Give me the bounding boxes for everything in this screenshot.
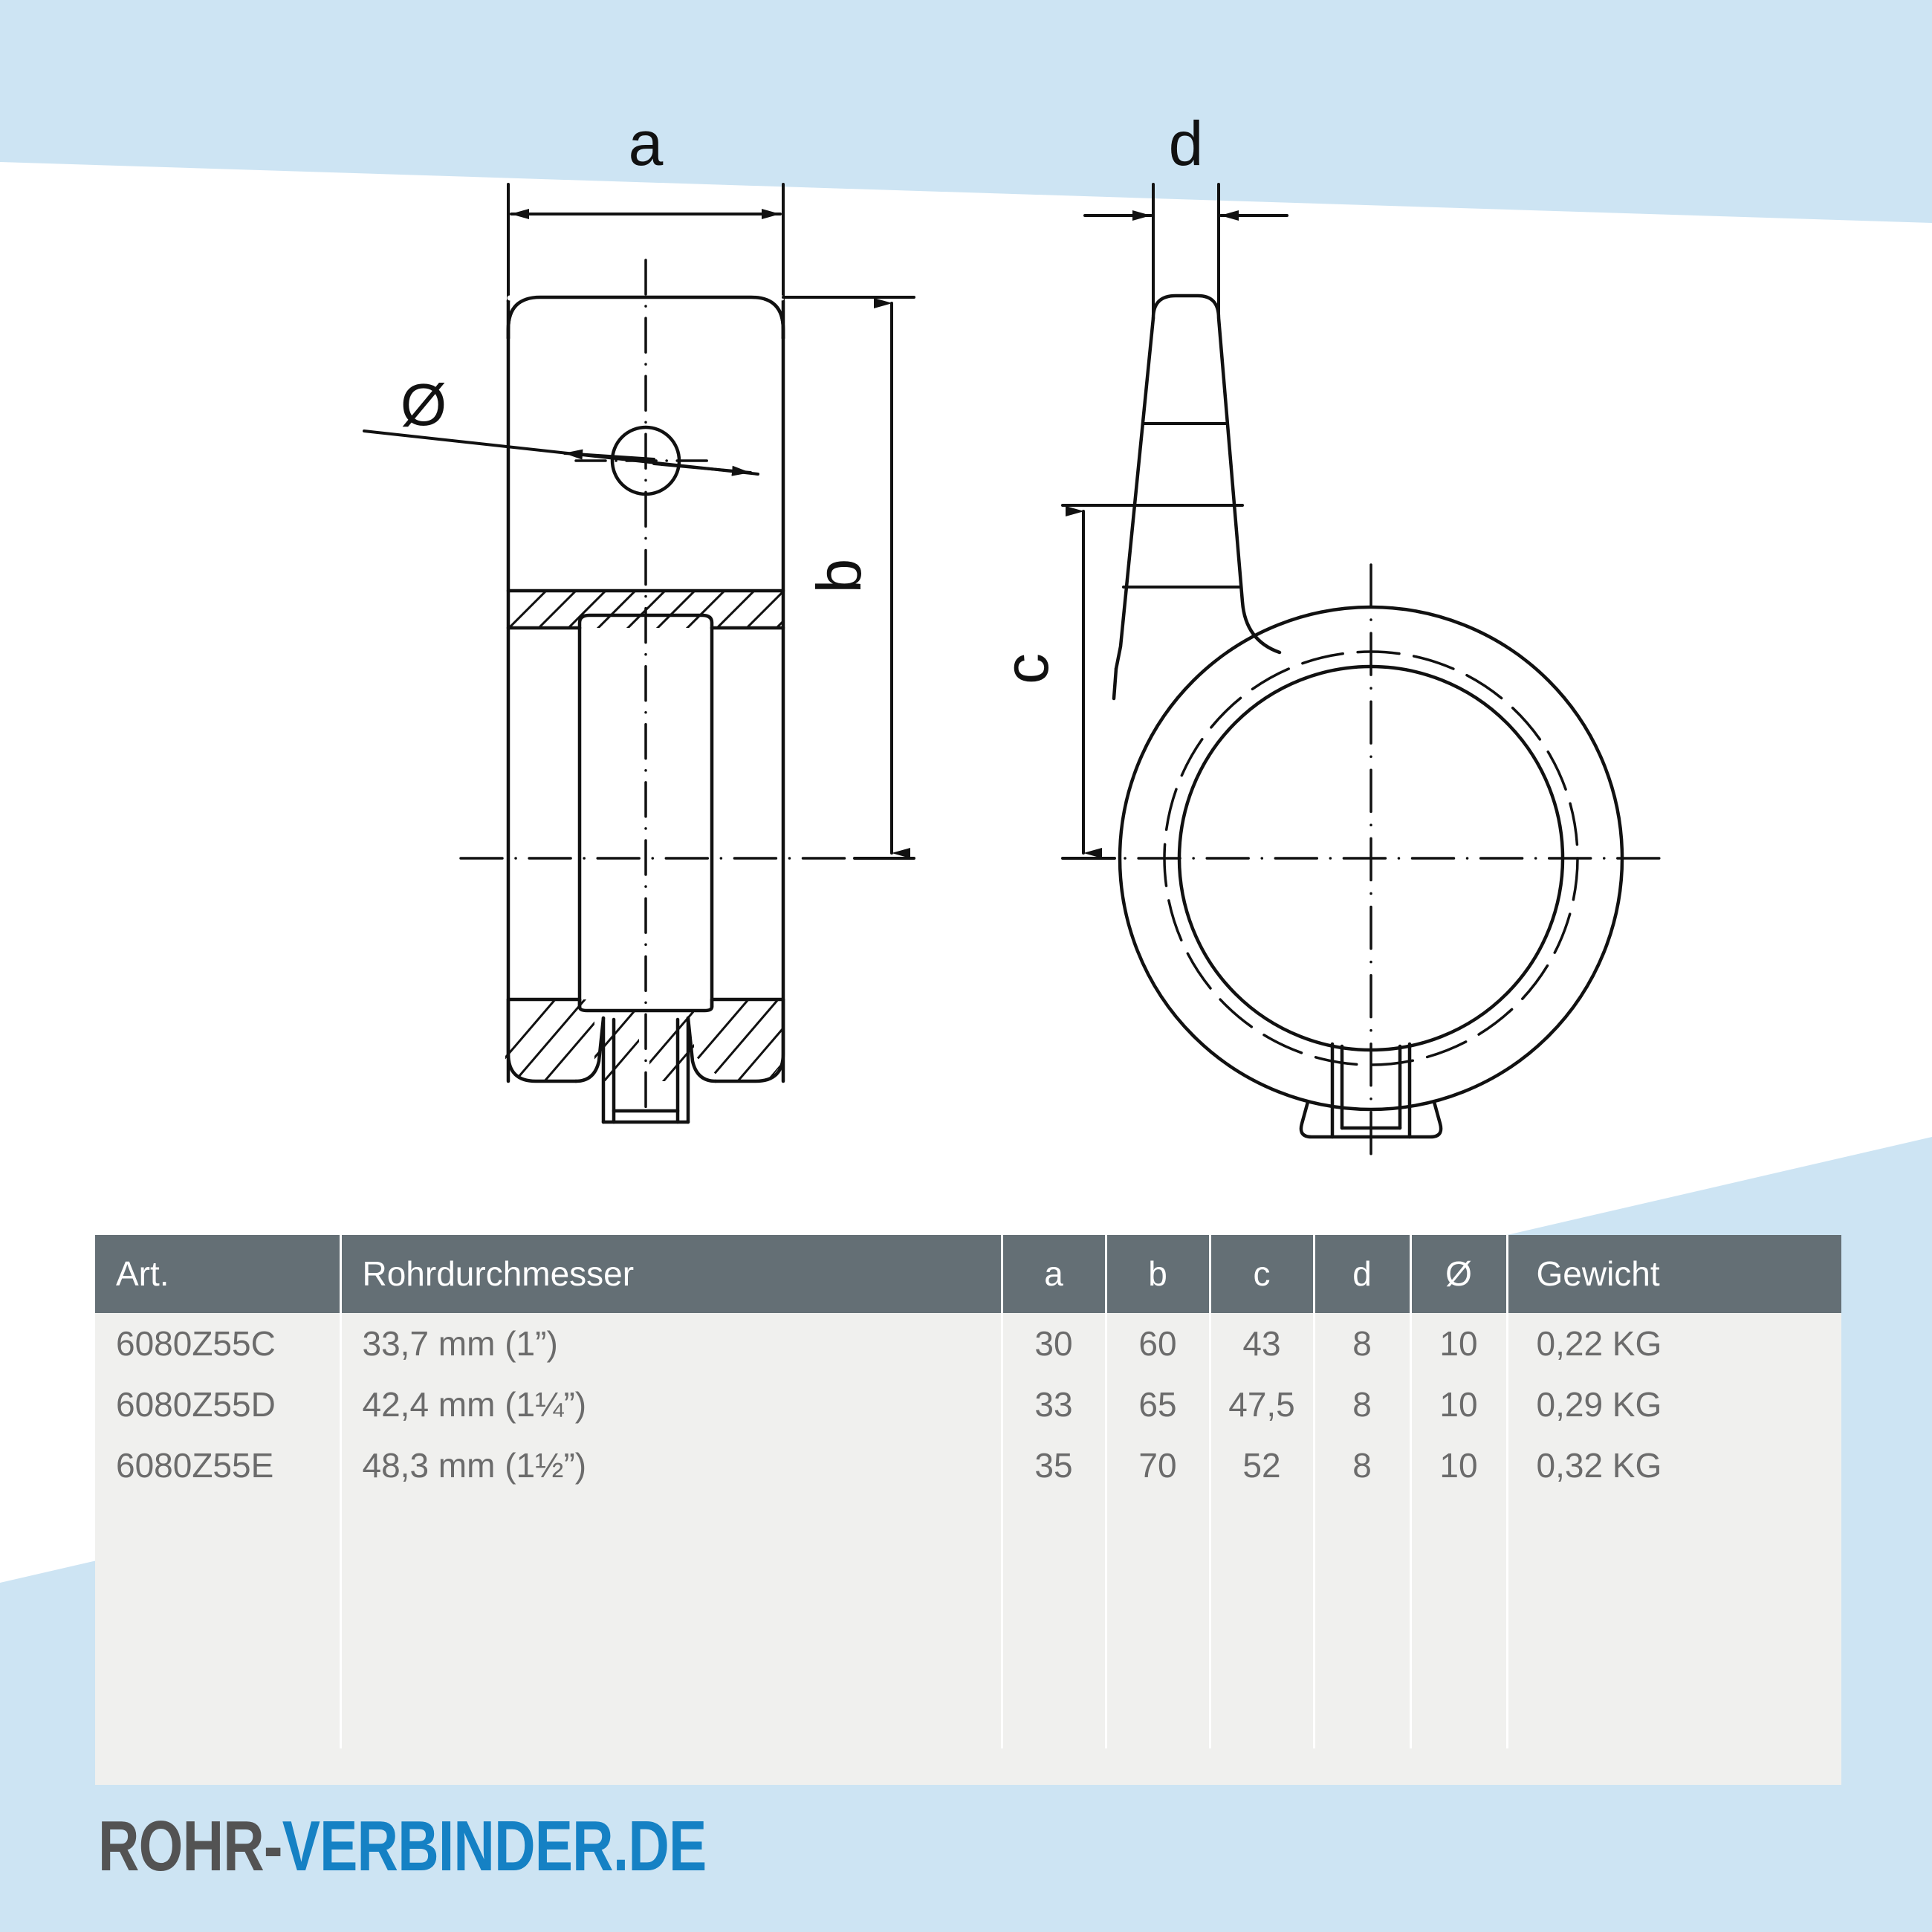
cell-gewicht: 0,32 KG [1507, 1435, 1841, 1496]
bottom-boss-section [506, 997, 785, 1124]
header-gewicht: Gewicht [1507, 1235, 1841, 1313]
label-d: d [1169, 108, 1204, 178]
header-diameter: Ø [1410, 1235, 1508, 1313]
top-left-blue-wedge [0, 0, 1932, 223]
cell-rohrdurchmesser: 48,3 mm (1½”) [340, 1435, 1003, 1496]
cell-diameter: 10 [1410, 1374, 1508, 1435]
table-row: 6080Z55D 42,4 mm (1¼”) 33 65 47,5 8 10 0… [95, 1374, 1841, 1435]
cell-art: 6080Z55C [95, 1313, 342, 1374]
cell-diameter: 10 [1410, 1313, 1508, 1374]
label-b: b [804, 559, 874, 594]
diameter-leader [363, 429, 759, 476]
table-row: 6080Z55C 33,7 mm (1”) 30 60 43 8 10 0,22… [95, 1313, 1841, 1374]
header-a: a [1002, 1235, 1107, 1313]
cell-b: 65 [1106, 1374, 1211, 1435]
cell-rohrdurchmesser: 33,7 mm (1”) [340, 1313, 1003, 1374]
header-c: c [1210, 1235, 1315, 1313]
label-a: a [629, 108, 664, 178]
dimension-c [1061, 504, 1244, 860]
table-filler-row [95, 1496, 1841, 1748]
cell-c: 43 [1210, 1313, 1315, 1374]
cell-d: 8 [1314, 1374, 1412, 1435]
cell-art: 6080Z55D [95, 1374, 342, 1435]
cell-b: 70 [1106, 1435, 1211, 1496]
dimension-d [1083, 183, 1288, 321]
table-header-row: Art. Rohrdurchmesser a b c d Ø Gewicht [95, 1235, 1841, 1313]
ring-boss [1299, 1042, 1443, 1139]
logo-text-dark: ROHR- [98, 1806, 282, 1886]
technical-drawing: a d b c Ø [363, 108, 1673, 1161]
dimension-a [507, 183, 785, 314]
header-d: d [1314, 1235, 1412, 1313]
label-c: c [991, 653, 1061, 684]
cell-gewicht: 0,29 KG [1507, 1374, 1841, 1435]
cell-rohrdurchmesser: 42,4 mm (1¼”) [340, 1374, 1003, 1435]
pipe-bore [577, 626, 714, 1009]
header-art: Art. [95, 1235, 342, 1313]
cell-b: 60 [1106, 1313, 1211, 1374]
cell-gewicht: 0,22 KG [1507, 1313, 1841, 1374]
cell-d: 8 [1314, 1435, 1412, 1496]
specification-table: Art. Rohrdurchmesser a b c d Ø Gewicht 6… [95, 1235, 1841, 1748]
brand-logo[interactable]: ROHR-VERBINDER.DE [98, 1806, 707, 1887]
specification-table-wrapper: Art. Rohrdurchmesser a b c d Ø Gewicht 6… [95, 1235, 1841, 1785]
diameter-symbol-label: Ø [401, 372, 447, 438]
cell-art: 6080Z55E [95, 1435, 342, 1496]
cell-c: 52 [1210, 1435, 1315, 1496]
cell-c: 47,5 [1210, 1374, 1315, 1435]
dimension-b [782, 296, 915, 860]
cell-a: 33 [1002, 1374, 1107, 1435]
cell-d: 8 [1314, 1313, 1412, 1374]
header-b: b [1106, 1235, 1211, 1313]
table-row: 6080Z55E 48,3 mm (1½”) 35 70 52 8 10 0,3… [95, 1435, 1841, 1496]
cell-diameter: 10 [1410, 1435, 1508, 1496]
cell-a: 30 [1002, 1313, 1107, 1374]
header-rohrdurchmesser: Rohrdurchmesser [340, 1235, 1003, 1313]
tab-profile [1151, 294, 1282, 655]
cell-a: 35 [1002, 1435, 1107, 1496]
logo-text-blue: VERBINDER.DE [282, 1806, 707, 1886]
